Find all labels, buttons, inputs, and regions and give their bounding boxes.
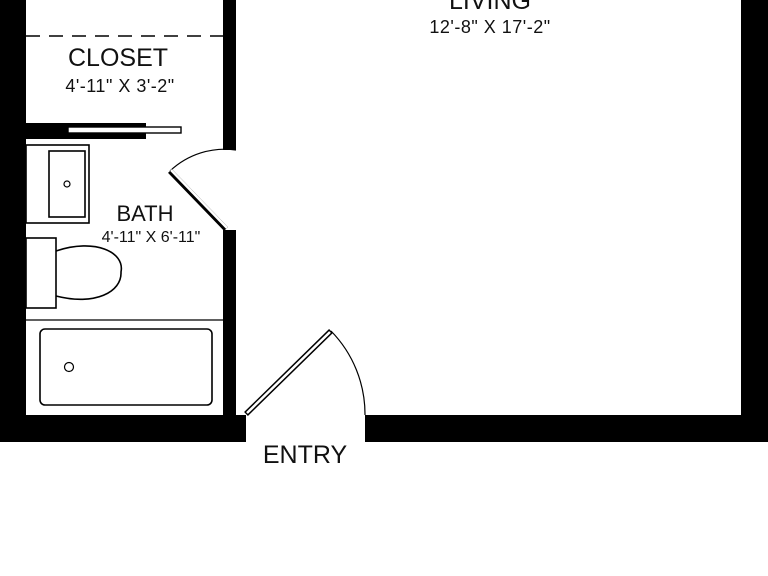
entry-door[interactable] [244,329,366,416]
closet-sliding-door[interactable] [67,126,182,134]
closet-room-name: CLOSET [68,44,168,72]
bath-room-name: BATH [116,201,173,226]
bathtub [26,319,223,406]
closet-room-dimensions: 4'-11" X 3'-2" [65,76,174,96]
vanity-sink [25,144,90,224]
left-exterior-wall [0,0,26,442]
bottom-left-wall [0,415,246,442]
partition-wall-upper [223,0,236,150]
toilet [25,237,123,309]
living-room-dimensions: 12'-8" X 17'-2" [429,17,550,37]
bath-room-dimensions: 4'-11" X 6'-11" [102,229,201,246]
bath-door[interactable] [168,148,237,231]
right-exterior-wall [741,0,768,442]
walls [0,0,768,442]
entry-label: ENTRY [263,441,348,469]
living-room-name: LIVING [449,0,531,15]
bottom-right-wall [365,415,768,442]
partition-wall-lower [223,230,236,442]
